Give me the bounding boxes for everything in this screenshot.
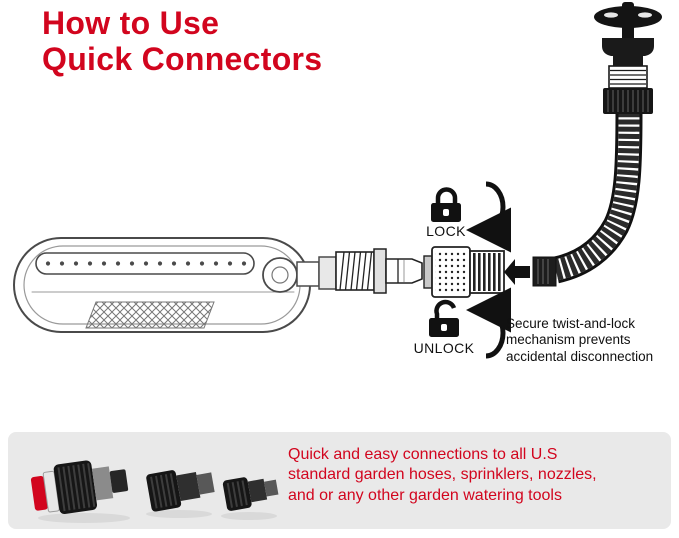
lock-open-icon [429, 299, 459, 337]
product-small-connector [222, 477, 279, 511]
oscillating-sprinkler-illustration [13, 237, 337, 333]
lock-label: LOCK [426, 223, 466, 239]
sprinkler-nozzle-row [45, 261, 247, 266]
product-photos [30, 460, 279, 523]
page-title-line2: Quick Connectors [42, 40, 323, 77]
footer-banner: Quick and easy connections to all U.S st… [8, 432, 671, 529]
product-medium-connector [146, 470, 215, 512]
unlock-label: UNLOCK [413, 340, 475, 356]
connect-left-arrow-icon [504, 259, 530, 285]
flexible-hose-illustration [532, 111, 643, 287]
page-title-line1: How to Use [42, 5, 220, 41]
rotate-clockwise-arrow-icon [466, 181, 512, 253]
footer-text: Quick and easy connections to all U.S st… [288, 446, 597, 504]
mechanism-note: Secure twist-and-lock mechanism prevents… [506, 316, 654, 364]
diagram-canvas [13, 2, 662, 359]
rotate-counterclockwise-arrow-icon [466, 287, 512, 359]
coupler-collar-ribs [473, 253, 501, 291]
male-thread-adapter-illustration [335, 248, 423, 294]
faucet-illustration [594, 2, 662, 114]
product-large-connector [30, 460, 129, 514]
lock-closed-icon [431, 187, 461, 222]
quick-connector-coupler-illustration [423, 246, 505, 298]
